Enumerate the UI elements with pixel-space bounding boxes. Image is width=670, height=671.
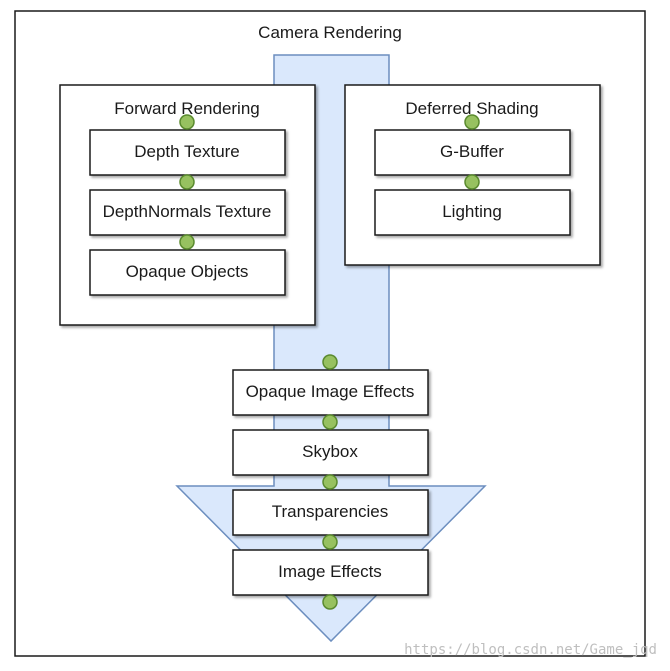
step-label: Opaque Image Effects xyxy=(246,382,415,401)
step-label: Opaque Objects xyxy=(126,262,249,281)
connector-dot xyxy=(464,114,480,130)
step-label: G-Buffer xyxy=(440,142,504,161)
connector-dot xyxy=(322,534,338,550)
diagram-title: Camera Rendering xyxy=(258,23,402,42)
step-lighting: Lighting xyxy=(374,189,571,236)
step-image-effects: Image Effects xyxy=(232,549,429,596)
step-skybox: Skybox xyxy=(232,429,429,476)
step-label: Lighting xyxy=(442,202,502,221)
step-opaque-objects: Opaque Objects xyxy=(89,249,286,296)
step-label: Transparencies xyxy=(272,502,389,521)
step-label: Skybox xyxy=(302,442,358,461)
connector-dot xyxy=(464,174,480,190)
deferred-shading-title: Deferred Shading xyxy=(405,99,538,118)
step-g-buffer: G-Buffer xyxy=(374,129,571,176)
step-transparencies: Transparencies xyxy=(232,489,429,536)
step-opaque-image-effects: Opaque Image Effects xyxy=(232,369,429,416)
watermark: https://blog.csdn.net/Game_jqd xyxy=(404,642,657,658)
connector-dots xyxy=(179,114,480,610)
step-depthnormals-texture: DepthNormals Texture xyxy=(89,189,286,236)
connector-dot xyxy=(322,414,338,430)
step-label: DepthNormals Texture xyxy=(103,202,272,221)
step-label: Depth Texture xyxy=(134,142,240,161)
connector-dot xyxy=(322,354,338,370)
connector-dot xyxy=(179,234,195,250)
connector-dot xyxy=(322,474,338,490)
step-label: Image Effects xyxy=(278,562,382,581)
connector-dot xyxy=(179,114,195,130)
step-depth-texture: Depth Texture xyxy=(89,129,286,176)
connector-dot xyxy=(322,594,338,610)
forward-rendering-title: Forward Rendering xyxy=(114,99,260,118)
connector-dot xyxy=(179,174,195,190)
